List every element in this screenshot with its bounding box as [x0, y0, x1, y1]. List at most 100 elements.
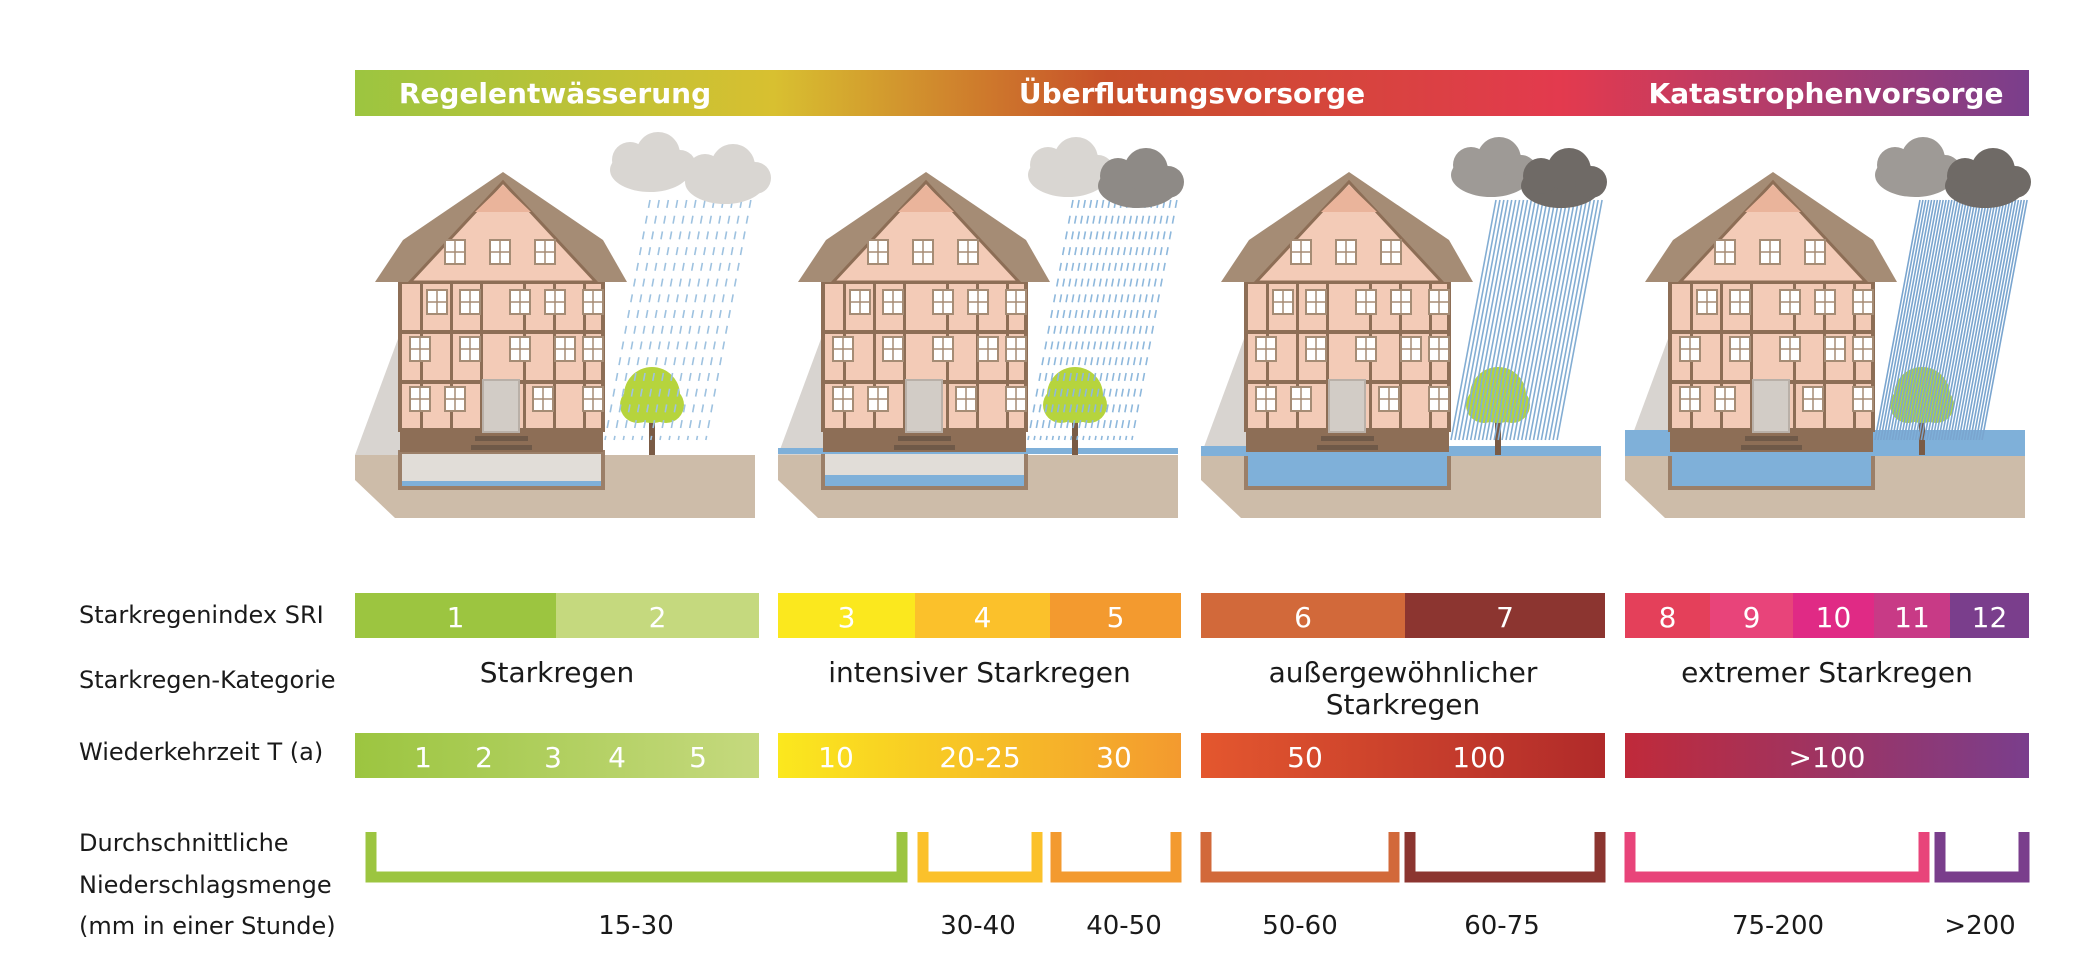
sri-value-8: 8 [1659, 601, 1677, 634]
timber-beam [400, 330, 603, 334]
cloud-part [739, 162, 771, 194]
rain-line [1544, 199, 1592, 441]
rain-line [1469, 199, 1517, 441]
rain-line [1888, 199, 1936, 441]
sri-box-11 [1874, 593, 1950, 638]
rain-line [1481, 199, 1529, 441]
timber-post [1326, 282, 1329, 430]
stairs [898, 436, 951, 441]
sri-box-7 [1405, 593, 1605, 638]
rain-line [1106, 199, 1154, 441]
rain-line [1908, 199, 1956, 441]
sri-value-5: 5 [1107, 601, 1125, 634]
rain-line [1952, 199, 1999, 441]
rain [1874, 199, 2028, 441]
tree-trunk [1919, 400, 1925, 455]
rain-line [1914, 199, 1962, 441]
cloud-icon [1028, 137, 1114, 197]
rain-line [1505, 199, 1552, 441]
basement-water [1248, 455, 1447, 486]
precipitation-bracket-0 [365, 832, 908, 883]
rain-line [1880, 199, 1927, 441]
precipitation-value: >200 [1944, 911, 2015, 941]
return-period-row-label: Wiederkehrzeit T (a) [79, 738, 323, 766]
rain-line [1961, 199, 2008, 441]
return-period-bar-0 [355, 733, 759, 778]
scene-illustrations [355, 132, 2031, 518]
rain-line [1513, 199, 1560, 441]
timber-beam [823, 330, 1026, 334]
rain-line [1943, 199, 1991, 441]
neighbor-wall [778, 320, 828, 455]
category-label-1-line-0: intensiver Starkregen [828, 656, 1131, 689]
cloud-icon [1875, 137, 1961, 197]
return-period-value: >100 [1789, 741, 1866, 774]
rain-line [1548, 199, 1596, 441]
return-period-bar-2 [1201, 733, 1605, 778]
rain-line [1536, 199, 1584, 441]
sri-box-2 [556, 593, 759, 638]
rain-line [1556, 199, 1603, 441]
cloud-icon [1098, 148, 1184, 208]
precipitation-value: 40-50 [1086, 911, 1162, 941]
rain-line [1450, 199, 1497, 441]
timber-post [1720, 282, 1723, 430]
cloud-part [1575, 166, 1607, 198]
rain-line [1540, 199, 1588, 441]
rain-line [1493, 199, 1541, 441]
rain-line [1516, 199, 1564, 441]
return-period-value: 5 [689, 741, 707, 774]
sri-box-3 [778, 593, 915, 638]
precipitation-value: 50-60 [1262, 911, 1338, 941]
rain-line [686, 199, 734, 441]
sri-value-7: 7 [1496, 601, 1514, 634]
return-period-bar-3 [1625, 733, 2029, 778]
category-label-2-line-0: außergewöhnlicher [1269, 656, 1538, 689]
category-row-label: Starkregen-Kategorie [79, 666, 336, 694]
rain-line [1966, 199, 2014, 441]
sri-value-6: 6 [1294, 601, 1312, 634]
precipitation-bracket-6 [1934, 832, 2030, 883]
return-period-value: 100 [1452, 741, 1505, 774]
rain-line [1900, 199, 1947, 441]
rain-line [1520, 199, 1568, 441]
rain-line [1929, 199, 1976, 441]
cloud-icon [1945, 148, 2031, 208]
rain-line [1926, 199, 1973, 441]
rain-line [1972, 199, 2020, 441]
precipitation-label-line-1: Durchschnittliche [79, 829, 289, 857]
scene-2 [778, 137, 1184, 518]
timber-post [1750, 282, 1753, 430]
sri-box-8 [1625, 593, 1710, 638]
return-period-value: 1 [414, 741, 432, 774]
return-period-value: 2 [475, 741, 493, 774]
rain-line [1882, 199, 1930, 441]
scene-3 [1201, 137, 1607, 518]
timber-beam [1670, 330, 1873, 334]
sri-box-4 [915, 593, 1050, 638]
cloud-part [1152, 166, 1184, 198]
rain-line [1477, 199, 1525, 441]
precipitation-value: 30-40 [940, 911, 1016, 941]
gable-top [1321, 185, 1377, 212]
rain-line [1897, 199, 1944, 441]
basement-water [1672, 455, 1871, 486]
rain-line [1524, 199, 1572, 441]
stairs [1317, 445, 1378, 450]
door [1328, 379, 1366, 433]
tree-crown [620, 387, 656, 423]
gable-top [475, 185, 531, 212]
neighbor-wall [355, 320, 405, 455]
rain-line [1497, 199, 1544, 441]
category-label-3-line-0: extremer Starkregen [1681, 656, 1973, 689]
rain-line [1978, 199, 2025, 441]
cloud-icon [610, 132, 696, 192]
sri-box-10 [1793, 593, 1874, 638]
sri-box-9 [1710, 593, 1793, 638]
stairs [1741, 445, 1802, 450]
stairs [1745, 436, 1798, 441]
precipitation-value: 15-30 [598, 911, 674, 941]
